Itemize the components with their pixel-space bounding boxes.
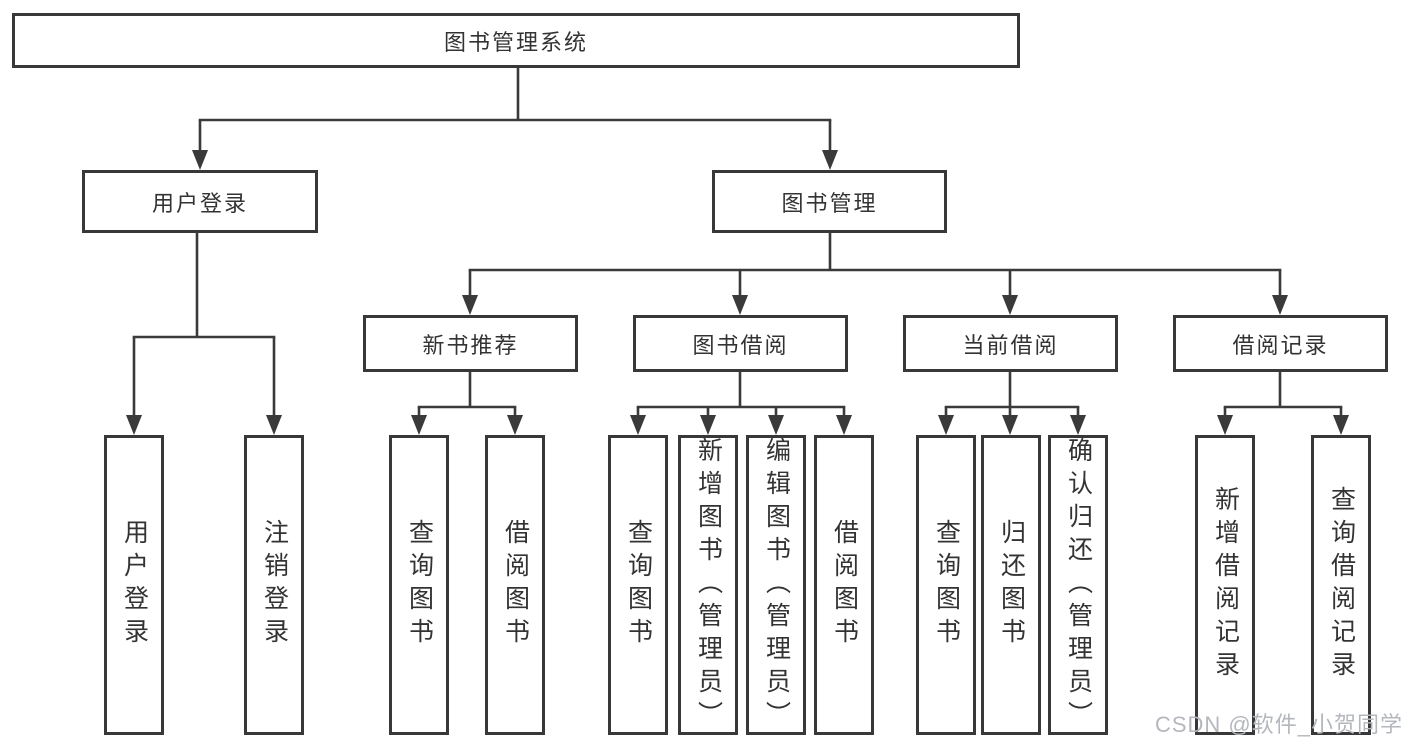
node-label: 当前借阅 xyxy=(962,332,1059,358)
node-leaf-return-books: 归还图书 xyxy=(981,435,1041,735)
node-book-management: 图书管理 xyxy=(712,170,947,233)
node-label: 查询图书 xyxy=(405,519,434,651)
node-leaf-query-books-2: 查询图书 xyxy=(608,435,668,735)
node-label: 用户登录 xyxy=(151,190,248,216)
node-label: 注销登录 xyxy=(260,519,289,651)
node-book-borrowing: 图书借阅 xyxy=(633,315,848,372)
node-current-borrowing: 当前借阅 xyxy=(903,315,1118,372)
node-label: 图书管理 xyxy=(781,190,878,216)
node-label: 图书管理系统 xyxy=(443,29,588,55)
node-label: 图书借阅 xyxy=(692,332,789,358)
node-label: 借阅图书 xyxy=(501,519,530,651)
node-label: 确认归还（管理员） xyxy=(1064,436,1093,734)
connector-skeleton xyxy=(132,66,1343,409)
node-leaf-query-books-3: 查询图书 xyxy=(916,435,976,735)
node-library-management-system: 图书管理系统 xyxy=(12,13,1020,68)
node-label: 查询借阅记录 xyxy=(1327,486,1356,684)
node-leaf-add-books-admin: 新增图书（管理员） xyxy=(678,435,738,735)
node-leaf-user-login: 用户登录 xyxy=(104,435,164,735)
node-label: 新书推荐 xyxy=(422,332,519,358)
node-borrowing-records: 借阅记录 xyxy=(1173,315,1388,372)
node-user-login: 用户登录 xyxy=(82,170,318,233)
node-label: 借阅记录 xyxy=(1232,332,1329,358)
node-label: 归还图书 xyxy=(997,519,1026,651)
node-leaf-confirm-return-admin: 确认归还（管理员） xyxy=(1048,435,1108,735)
node-leaf-logout: 注销登录 xyxy=(244,435,304,735)
node-label: 用户登录 xyxy=(120,519,149,651)
node-label: 查询图书 xyxy=(624,519,653,651)
node-leaf-borrow-books-1: 借阅图书 xyxy=(485,435,545,735)
csdn-watermark: CSDN @软件_小贺同学 xyxy=(1154,712,1403,737)
node-leaf-add-borrow-record: 新增借阅记录 xyxy=(1195,435,1255,735)
node-label: 编辑图书（管理员） xyxy=(762,436,791,734)
node-leaf-borrow-books-2: 借阅图书 xyxy=(814,435,874,735)
node-label: 新增借阅记录 xyxy=(1211,486,1240,684)
node-leaf-query-borrow-record: 查询借阅记录 xyxy=(1311,435,1371,735)
node-label: 查询图书 xyxy=(932,519,961,651)
node-label: 新增图书（管理员） xyxy=(694,436,723,734)
node-label: 借阅图书 xyxy=(830,519,859,651)
node-new-book-recommend: 新书推荐 xyxy=(363,315,578,372)
node-leaf-query-books-1: 查询图书 xyxy=(389,435,449,735)
node-leaf-edit-books-admin: 编辑图书（管理员） xyxy=(746,435,806,735)
